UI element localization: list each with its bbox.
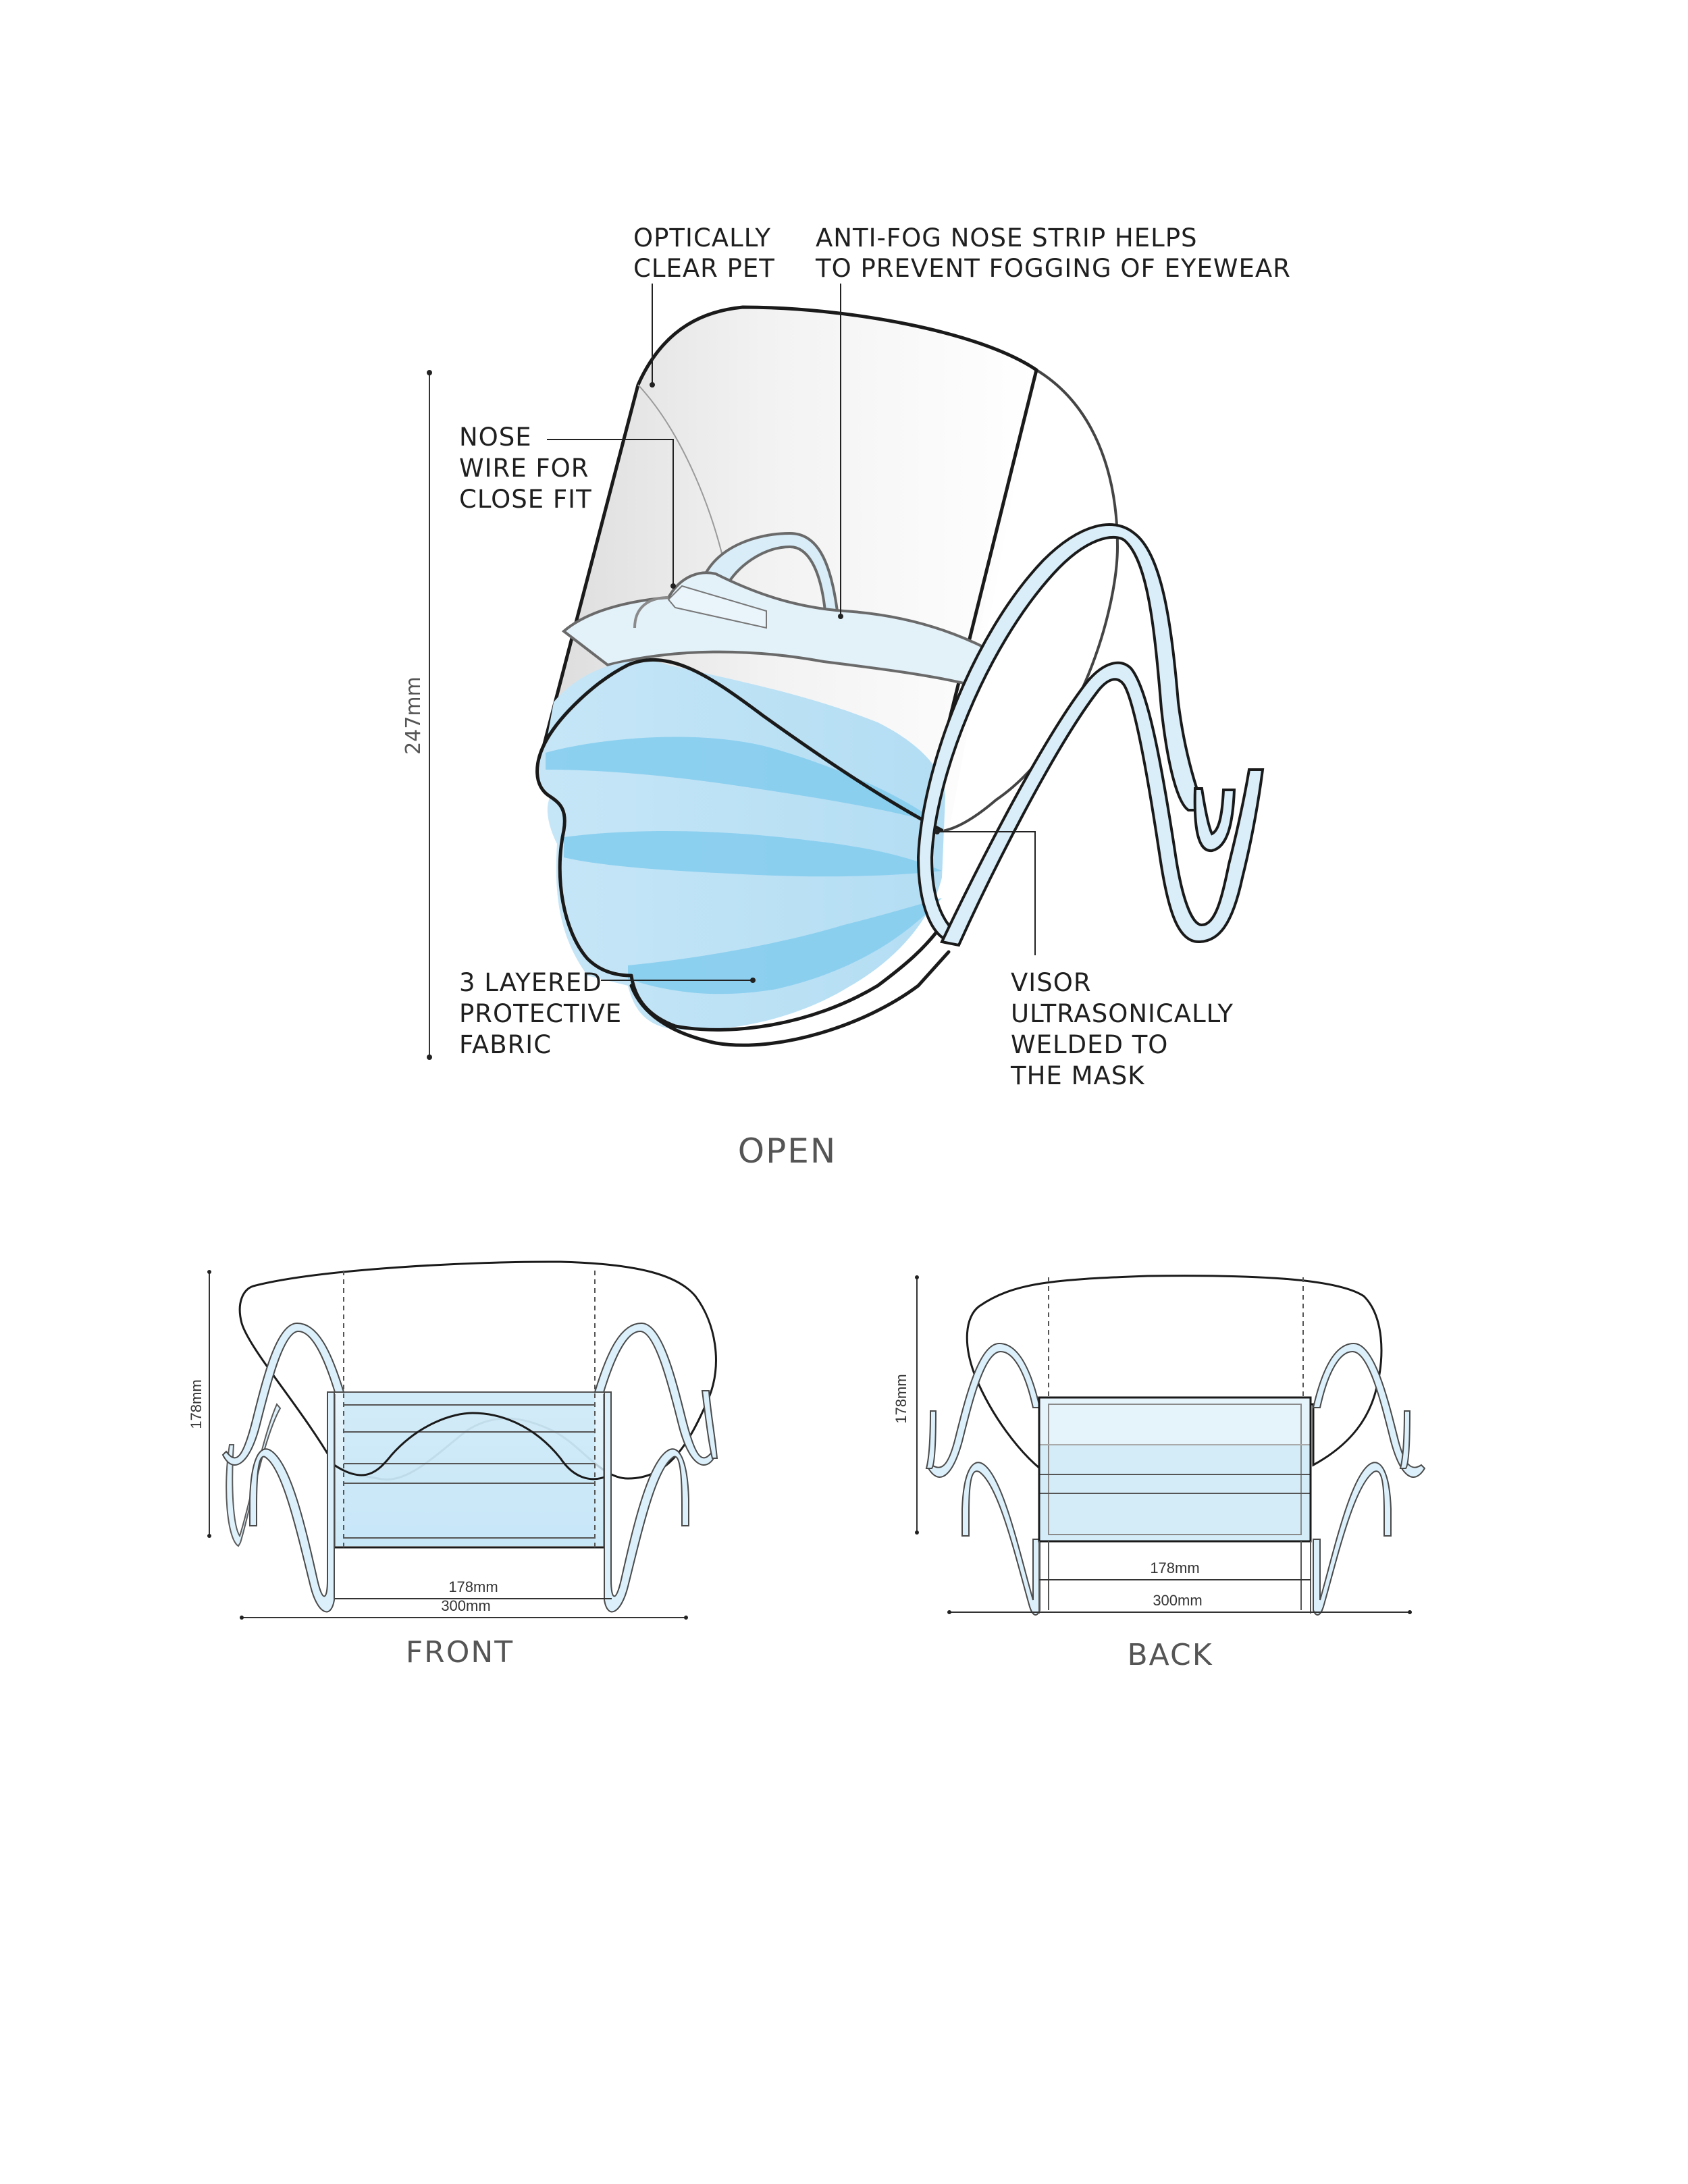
callout-visor-weld: VISOR ULTRASONICALLY WELDED TO THE MASK: [1010, 968, 1234, 1090]
back-overall-width-label: 300mm: [1153, 1592, 1202, 1609]
svg-text:FABRIC: FABRIC: [459, 1030, 552, 1059]
leader-lines: [547, 284, 1036, 983]
svg-text:ANTI-FOG NOSE STRIP HELPS: ANTI-FOG NOSE STRIP HELPS: [816, 223, 1198, 252]
callout-anti-fog-strip: ANTI-FOG NOSE STRIP HELPS TO PREVENT FOG…: [815, 223, 1291, 283]
callout-optically-clear-pet: OPTICALLY CLEAR PET: [633, 223, 775, 283]
callout-fabric: 3 LAYERED PROTECTIVE FABRIC: [459, 968, 622, 1059]
svg-text:CLEAR PET: CLEAR PET: [633, 254, 775, 283]
front-view: 178mm 178mm 300mm FRONT: [188, 1260, 718, 1670]
back-height-dimension-label: 178mm: [893, 1374, 909, 1423]
svg-text:PROTECTIVE: PROTECTIVE: [459, 999, 622, 1028]
mask-body: [535, 571, 988, 1047]
svg-text:TO PREVENT FOGGING OF EYEWEAR: TO PREVENT FOGGING OF EYEWEAR: [815, 254, 1291, 283]
callout-nose-wire: NOSE WIRE FOR CLOSE FIT: [459, 423, 592, 514]
ear-straps: [916, 523, 1265, 947]
height-dimension-label: 247mm: [402, 676, 425, 755]
open-view-title: OPEN: [738, 1131, 837, 1171]
svg-text:WELDED TO: WELDED TO: [1011, 1030, 1168, 1059]
svg-text:THE MASK: THE MASK: [1010, 1061, 1145, 1090]
svg-text:3 LAYERED: 3 LAYERED: [459, 968, 602, 997]
front-overall-width-label: 300mm: [441, 1597, 490, 1614]
open-view: 247mm: [402, 223, 1291, 1171]
svg-text:CLOSE FIT: CLOSE FIT: [459, 485, 592, 514]
svg-text:VISOR: VISOR: [1011, 968, 1092, 997]
svg-text:WIRE FOR: WIRE FOR: [459, 454, 589, 483]
svg-text:OPTICALLY: OPTICALLY: [633, 223, 771, 252]
back-view-title: BACK: [1127, 1638, 1213, 1672]
front-view-title: FRONT: [406, 1635, 514, 1670]
height-dimension-open: 247mm: [402, 370, 432, 1060]
back-mask-width-label: 178mm: [1150, 1560, 1199, 1576]
front-height-dimension-label: 178mm: [188, 1379, 205, 1429]
back-view: 178mm 178mm 300mm BACK: [893, 1275, 1426, 1672]
svg-text:ULTRASONICALLY: ULTRASONICALLY: [1011, 999, 1234, 1028]
svg-text:NOSE: NOSE: [459, 423, 532, 452]
front-mask-width-label: 178mm: [448, 1578, 498, 1595]
